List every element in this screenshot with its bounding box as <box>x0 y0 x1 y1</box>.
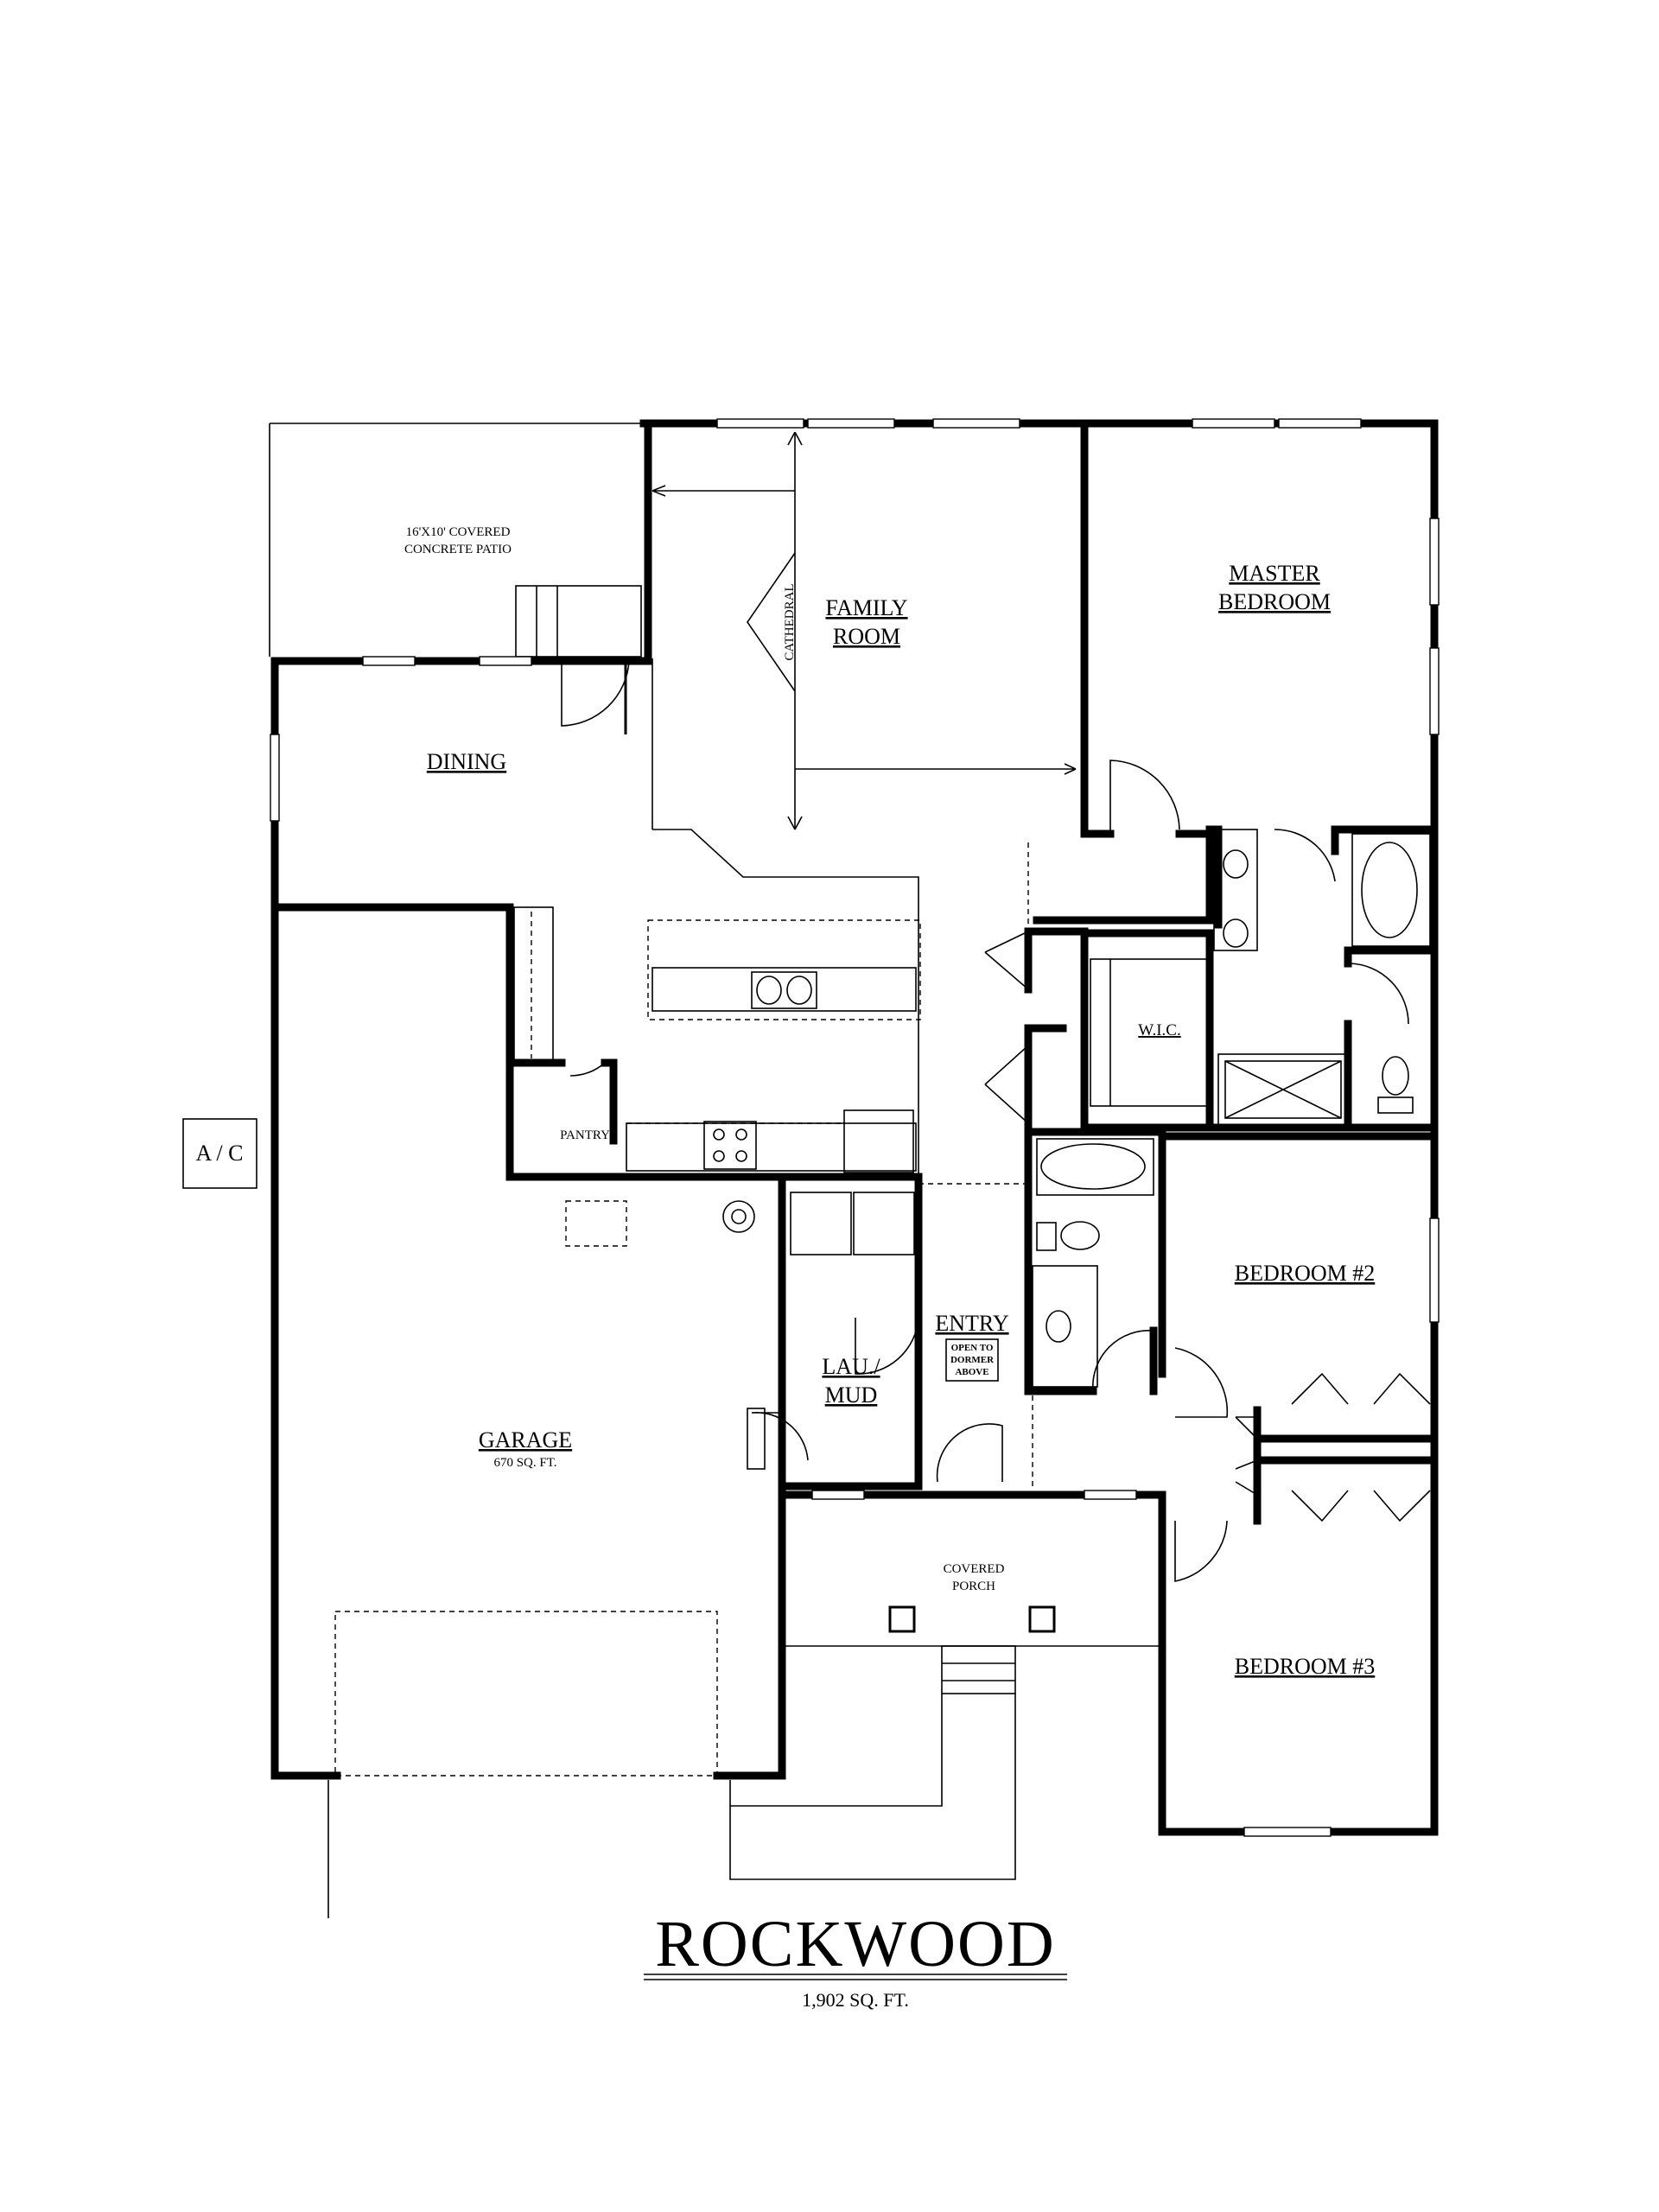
bedroom3-label: BEDROOM #3 <box>1235 1654 1376 1679</box>
wic-label: W.I.C. <box>1138 1021 1180 1039</box>
master-bedroom-label-line1: MASTER <box>1229 561 1320 586</box>
pantry-label: PANTRY <box>560 1128 610 1142</box>
ac-label: A / C <box>196 1141 244 1166</box>
room-labels: 16'X10' COVERED CONCRETE PATIO FAMILY RO… <box>404 525 1375 1679</box>
hall-bath-fixtures <box>1032 1138 1154 1388</box>
plan-area: 1,902 SQ. FT. <box>802 1989 909 2011</box>
open-to-dormer-line1: OPEN TO <box>951 1343 994 1353</box>
entry-openings <box>919 842 1033 1491</box>
doors <box>561 658 1431 1582</box>
porch-and-driveway <box>327 1605 1162 1918</box>
garage-area-label: 670 SQ. FT. <box>493 1456 556 1470</box>
dining-label: DINING <box>427 749 506 774</box>
kitchen <box>513 906 921 1247</box>
laundry-label-line1: LAU./ <box>822 1354 880 1379</box>
laundry-label-line2: MUD <box>825 1382 878 1408</box>
patio-label-line1: 16'X10' COVERED <box>406 525 511 539</box>
open-to-dormer-line3: ABOVE <box>955 1367 988 1377</box>
cathedral-ceiling <box>652 431 1077 1177</box>
plan-title: ROCKWOOD <box>655 1908 1056 1980</box>
open-to-dormer-line2: DORMER <box>950 1355 995 1365</box>
porch-label-line2: PORCH <box>952 1580 995 1593</box>
master-bath-fixtures <box>1090 829 1431 1126</box>
laundry-appliances <box>790 1183 1028 1255</box>
windows <box>270 418 1440 1837</box>
master-bedroom-label-line2: BEDROOM <box>1218 589 1331 614</box>
porch-label-line1: COVERED <box>944 1562 1005 1576</box>
bedroom2-label: BEDROOM #2 <box>1235 1261 1376 1286</box>
covered-patio <box>269 423 644 658</box>
open-to-dormer-box <box>945 1338 999 1382</box>
cathedral-label: CATHEDRAL <box>783 583 797 660</box>
family-room-label-line2: ROOM <box>833 624 900 649</box>
family-room-label-line1: FAMILY <box>825 595 907 620</box>
title-block: ROCKWOOD 1,902 SQ. FT. <box>644 1908 1067 2011</box>
ac-unit: A / C <box>182 1118 257 1189</box>
garage-label: GARAGE <box>479 1427 572 1452</box>
entry-label: ENTRY <box>935 1311 1008 1336</box>
patio-label-line2: CONCRETE PATIO <box>404 543 512 556</box>
